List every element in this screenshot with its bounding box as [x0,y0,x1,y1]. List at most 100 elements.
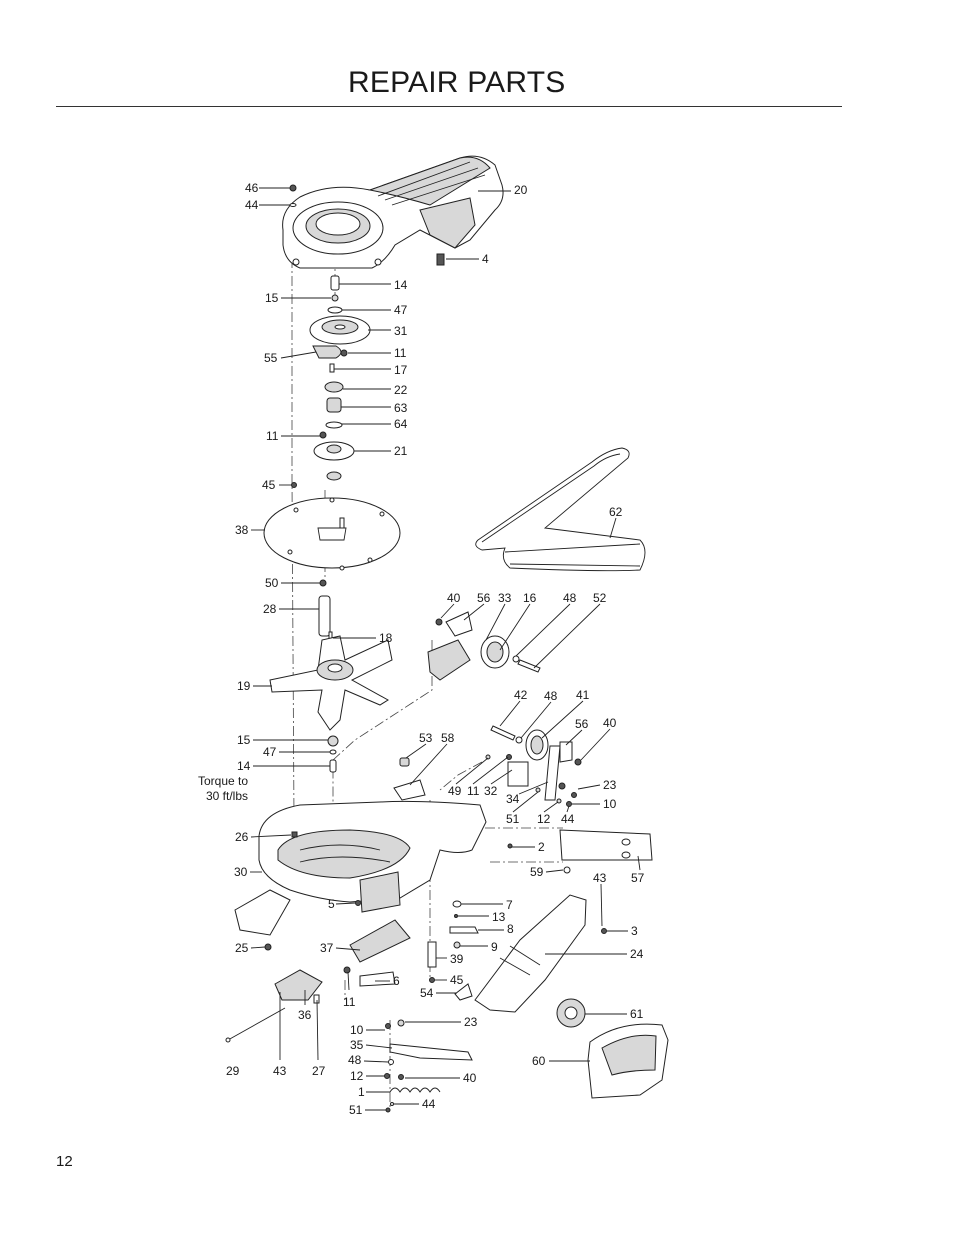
callout-c10a: 10 [603,797,617,811]
callout-c40b: 40 [603,716,617,730]
callout-c43a: 43 [593,871,607,885]
callout-c51b: 51 [349,1103,363,1117]
callout-c44c: 44 [422,1097,436,1111]
callout-c48b: 48 [544,689,558,703]
callout-c62: 62 [609,505,623,519]
callout-c33: 33 [498,591,512,605]
callout-c2: 2 [538,840,545,854]
linkage-parts [225,966,396,1043]
callout-c10b: 10 [350,1023,364,1037]
callout-c56a: 56 [477,591,491,605]
callout-c16: 16 [523,591,537,605]
page-number: 12 [56,1153,73,1170]
part-57-plate [507,829,653,874]
title-rule [56,106,842,107]
page-title: REPAIR PARTS [348,66,566,99]
callout-c54: 54 [420,986,434,1000]
lever-small-parts [427,900,479,1001]
impeller-assembly [269,579,393,773]
callout-c8: 8 [507,922,514,936]
callout-c39: 39 [450,952,464,966]
callout-c63: 63 [394,401,408,415]
callout-c14b: 14 [237,759,251,773]
callout-c23a: 23 [603,778,617,792]
callout-c17: 17 [394,363,408,377]
callout-c15b: 15 [237,733,251,747]
torque-note-line-2: 30 ft/lbs [206,789,248,803]
callout-c14a: 14 [394,278,408,292]
part-60-shield [587,1023,669,1099]
callout-c53: 53 [419,731,433,745]
part-62-belt [475,447,646,572]
callout-c24: 24 [630,947,644,961]
callout-c47b: 47 [263,745,277,759]
callout-c7: 7 [506,898,513,912]
callout-c22: 22 [394,383,408,397]
callout-c12b: 12 [350,1069,364,1083]
callout-c30: 30 [234,865,248,879]
callout-c57: 57 [631,871,645,885]
callout-c44a: 44 [245,198,259,212]
callout-c1: 1 [358,1085,365,1099]
callout-c51a: 51 [506,812,520,826]
callout-c47a: 47 [394,303,408,317]
callout-c19: 19 [237,679,251,693]
callout-c21: 21 [394,444,408,458]
callout-c43b: 43 [273,1064,287,1078]
bottom-lever-assembly [384,1019,473,1113]
callout-c52: 52 [593,591,607,605]
callout-leaders [250,187,641,1111]
callout-c35: 35 [350,1038,364,1052]
callout-c45a: 45 [262,478,276,492]
callout-c13: 13 [492,910,506,924]
callout-c11d: 11 [343,995,356,1009]
callout-c3: 3 [631,924,638,938]
callout-c26: 26 [235,830,249,844]
callout-c18: 18 [379,631,393,645]
callout-c46a: 46 [245,181,259,195]
callout-c38: 38 [235,523,249,537]
callout-c40c: 40 [463,1071,477,1085]
callout-c9: 9 [491,940,498,954]
callout-c36: 36 [298,1008,312,1022]
callout-c15a: 15 [265,291,279,305]
callout-c48c: 48 [348,1053,362,1067]
callout-c50: 50 [265,576,279,590]
callout-c31: 31 [394,324,408,338]
callout-c4: 4 [482,252,489,266]
callout-c6: 6 [393,974,400,988]
part-20-blower-housing [282,155,504,269]
part-30-lower-housing [234,800,487,963]
callout-c37: 37 [320,941,334,955]
callout-c44b: 44 [561,812,575,826]
callout-c5: 5 [328,897,335,911]
part-38-plate [263,497,401,571]
callout-c12a: 12 [537,812,551,826]
callout-c11b: 11 [266,429,279,443]
callout-c11a: 11 [394,346,407,360]
callout-c55: 55 [264,351,278,365]
callout-c56b: 56 [575,717,589,731]
callout-c28: 28 [263,602,277,616]
callout-c42: 42 [514,688,528,702]
callout-c29: 29 [226,1064,240,1078]
callout-c59: 59 [530,865,544,879]
callout-c64: 64 [394,417,408,431]
part-61-bearing [556,998,586,1028]
callout-c60: 60 [532,1054,546,1068]
callout-c61: 61 [630,1007,644,1021]
callout-c40a: 40 [447,591,461,605]
torque-note-line-1: Torque to [198,774,248,788]
callout-c34: 34 [506,792,520,806]
callout-c41: 41 [576,688,590,702]
callout-c25: 25 [235,941,249,955]
callout-c49: 49 [448,784,462,798]
callout-c48a: 48 [563,591,577,605]
callout-c27: 27 [312,1064,326,1078]
callout-c20: 20 [514,183,528,197]
callout-c32: 32 [484,784,498,798]
upper-spindle-parts [289,184,445,488]
